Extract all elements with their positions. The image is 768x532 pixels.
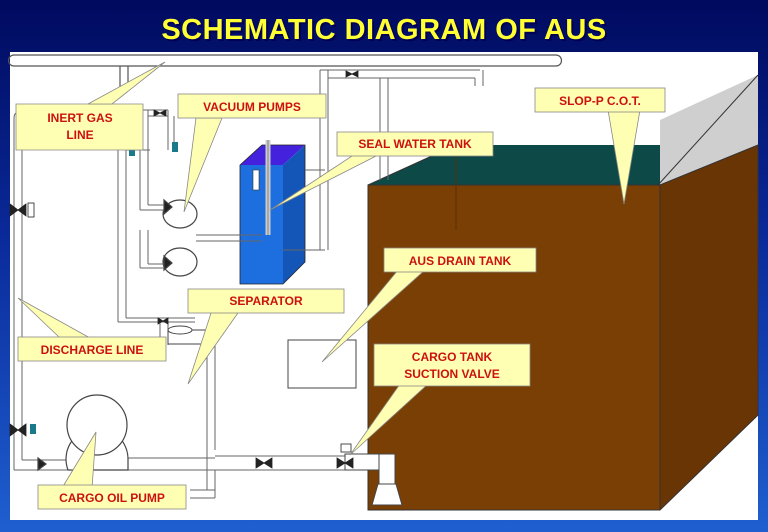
callout-slop-p-cot: SLOP-P C.O.T. [534,87,666,205]
valves [9,70,359,469]
label-cargo-oil-pump: CARGO OIL PUMP [59,491,165,505]
callout-aus-drain-tank: AUS DRAIN TANK [321,247,537,363]
aus-drain-tank [287,339,357,389]
cargo-tank-side [660,145,758,510]
valve-actuator [30,424,36,434]
callout-inert-gas-line: INERT GAS LINE [15,61,166,151]
label-vacuum-pumps: VACUUM PUMPS [203,100,301,114]
label-cargo-tank-suction-valve-2: SUCTION VALVE [404,367,500,381]
callout-discharge-line: DISCHARGE LINE [17,297,167,362]
callout-cargo-oil-pump: CARGO OIL PUMP [37,431,187,510]
label-seal-water-tank: SEAL WATER TANK [358,137,472,151]
callout-cargo-tank-suction-valve: CARGO TANK SUCTION VALVE [349,343,531,456]
callout-seal-water-tank: SEAL WATER TANK [269,131,494,211]
label-cargo-tank-suction-valve-1: CARGO TANK [412,350,493,364]
label-inert-gas-line-1: INERT GAS [47,111,112,125]
page-title: SCHEMATIC DIAGRAM OF AUS [161,14,607,46]
inert-gas-pipe [7,54,563,88]
callout-separator: SEPARATOR [187,288,345,385]
label-slop-p-cot: SLOP-P C.O.T. [559,94,641,108]
valve-actuator [129,146,135,156]
label-separator: SEPARATOR [229,294,303,308]
suction-bellmouth [344,453,403,506]
label-inert-gas-line-2: LINE [66,128,93,142]
label-discharge-line: DISCHARGE LINE [41,343,144,357]
seal-water-tank [239,140,306,285]
label-aus-drain-tank: AUS DRAIN TANK [409,254,512,268]
valve-actuator [172,142,178,152]
callout-vacuum-pumps: VACUUM PUMPS [177,93,327,213]
vacuum-pumps [162,198,198,277]
